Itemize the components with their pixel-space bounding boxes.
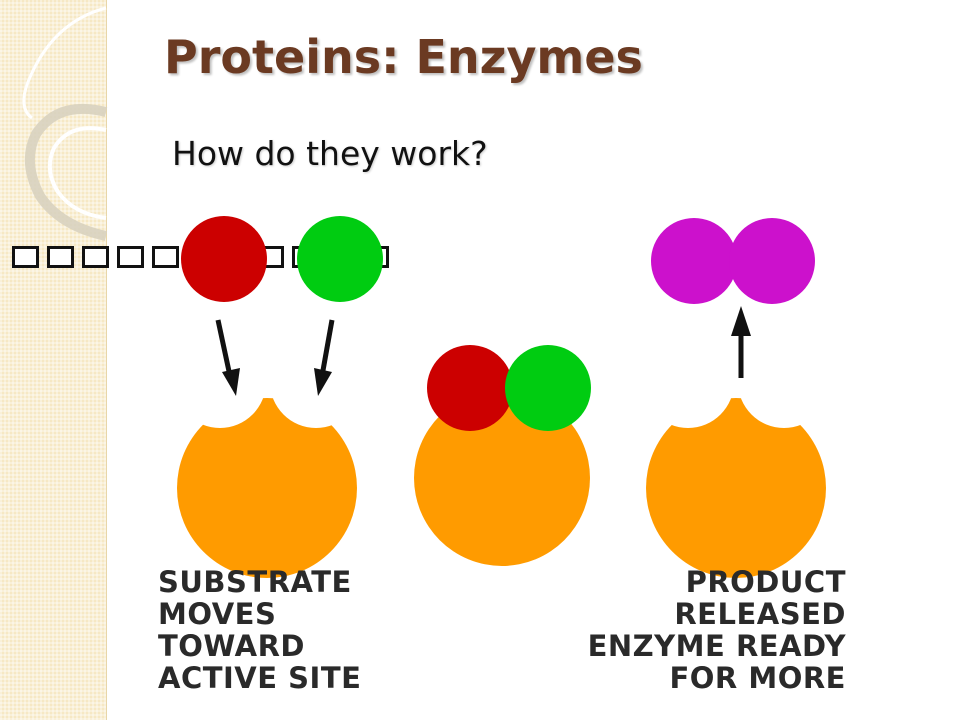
arrow-down-left-icon [314, 319, 335, 396]
slide-subtitle: How do they work? [172, 134, 488, 173]
slide-title: Proteins: Enzymes [164, 30, 643, 84]
missing-glyph-box [117, 246, 144, 268]
bound-substrate-red-circle [427, 345, 513, 431]
product-right-circle [729, 218, 815, 304]
enzyme-shape-2 [414, 390, 590, 566]
substrate-red-circle [181, 216, 267, 302]
arrow-up-icon [731, 306, 751, 378]
left-caption-line-1: SUBSTRATE [158, 565, 352, 599]
missing-glyph-box [82, 246, 109, 268]
product-left-circle [651, 218, 737, 304]
missing-glyph-box [47, 246, 74, 268]
bound-substrate-green-circle [505, 345, 591, 431]
substrate-green-circle [297, 216, 383, 302]
right-caption-line-1: PRODUCT [686, 565, 846, 599]
left-caption-line-2: MOVES [158, 597, 276, 631]
left-caption-line-3: TOWARD [158, 629, 305, 663]
left-caption-line-4: ACTIVE SITE [158, 661, 361, 695]
missing-glyph-box [12, 246, 39, 268]
enzyme-shape-1 [177, 398, 357, 578]
right-caption-line-3: ENZYME READY [588, 629, 847, 663]
right-caption-line-2: RELEASED [674, 597, 846, 631]
enzyme-shape-3 [646, 398, 826, 578]
missing-glyph-box [152, 246, 179, 268]
arrow-down-right-icon [215, 319, 240, 396]
right-caption-line-4: FOR MORE [669, 661, 846, 695]
decorative-arcs [22, 6, 108, 241]
